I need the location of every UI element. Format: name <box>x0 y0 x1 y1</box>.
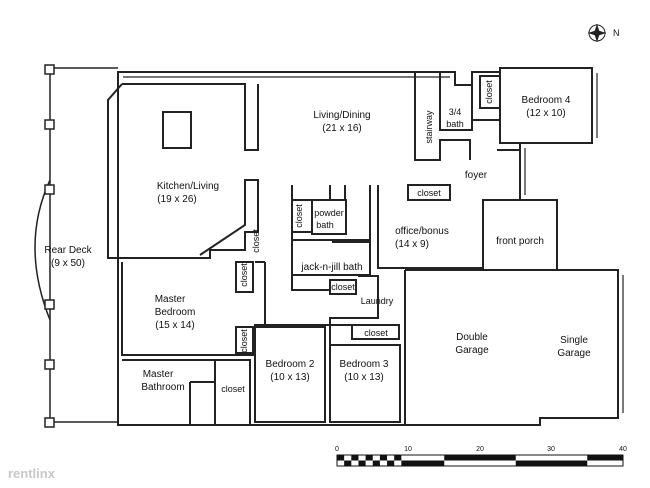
kitchen-living-label: Kitchen/Living <box>157 181 219 192</box>
scale-cell <box>351 455 359 461</box>
scale-bar: 0 10 20 30 40 <box>335 446 627 467</box>
scale-tick-label: 20 <box>476 446 484 453</box>
scale-tick-label: 10 <box>404 446 412 453</box>
double-garage-label-1: Double <box>456 332 488 343</box>
scale-cell <box>401 460 409 466</box>
scale-cell <box>480 455 516 461</box>
closet-label: closet <box>364 328 388 338</box>
bedroom3-dims: (10 x 13) <box>344 372 383 383</box>
scale-tick-label: 40 <box>619 446 627 453</box>
scale-tick-label: 30 <box>547 446 555 453</box>
scale-cell <box>387 460 395 466</box>
bedroom2-label: Bedroom 2 <box>266 359 315 370</box>
scale-cell <box>515 460 552 466</box>
scale-cell <box>365 455 373 461</box>
three-quarter-bath-label-2: bath <box>446 119 464 129</box>
closet-label: closet <box>221 384 245 394</box>
single-garage-label-1: Single <box>560 335 588 346</box>
walls <box>107 67 624 426</box>
scale-cell <box>337 455 345 461</box>
closet-label: closet <box>239 329 249 353</box>
bedroom3-label: Bedroom 3 <box>340 359 389 370</box>
scale-cell <box>551 460 588 466</box>
closet-label: closet <box>331 282 355 292</box>
front-porch-label: front porch <box>496 236 544 247</box>
bedroom4-label: Bedroom 4 <box>522 95 571 106</box>
living-dining-label: Living/Dining <box>313 110 370 121</box>
scale-cell <box>358 460 366 466</box>
three-quarter-bath-label-1: 3/4 <box>449 107 462 117</box>
scale-cell <box>408 460 445 466</box>
closet-label: closet <box>417 188 441 198</box>
single-garage-label-2: Garage <box>557 348 591 359</box>
living-dining-dims: (21 x 16) <box>322 123 361 134</box>
scale-cell <box>379 455 388 461</box>
scale-cell <box>394 455 402 461</box>
closet-label: closet <box>239 263 249 287</box>
scale-cell <box>587 455 623 461</box>
jack-n-jill-bath-label: jack-n-jill bath <box>300 262 362 273</box>
closet-label: closet <box>294 204 304 228</box>
master-bedroom-label-2: Bedroom <box>155 307 196 318</box>
master-bathroom-label-1: Master <box>143 369 174 380</box>
powder-bath-label-2: bath <box>316 220 334 230</box>
closet-label: closet <box>484 80 494 104</box>
powder-bath-label-1: powder <box>314 208 344 218</box>
scale-cell <box>344 460 352 466</box>
room-labels: Living/Dining (21 x 16) Kitchen/Living (… <box>44 95 591 393</box>
closet-labels: closet closet closet closet closet close… <box>221 80 494 394</box>
bedroom4-dims: (12 x 10) <box>526 108 565 119</box>
bedroom2-dims: (10 x 13) <box>270 372 309 383</box>
rear-deck <box>34 64 118 428</box>
rear-deck-label: Rear Deck <box>44 245 92 256</box>
compass-north-label: N <box>613 28 620 38</box>
master-bedroom-label-1: Master <box>155 294 186 305</box>
stairway-label: stairway <box>424 110 434 144</box>
watermark-logo: rentlinx <box>8 466 56 481</box>
rear-deck-dims: (9 x 50) <box>51 258 85 269</box>
foyer-label: foyer <box>465 170 488 181</box>
office-bonus-dims: (14 x 9) <box>395 239 429 250</box>
compass-icon: N <box>588 24 620 42</box>
closet-label: closet <box>251 229 261 253</box>
scale-tick-label: 0 <box>335 446 339 453</box>
kitchen-living-dims: (19 x 26) <box>157 194 196 205</box>
double-garage-label-2: Garage <box>455 345 489 356</box>
scale-cell <box>372 460 380 466</box>
master-bathroom-label-2: Bathroom <box>141 382 184 393</box>
master-bedroom-dims: (15 x 14) <box>155 320 194 331</box>
scale-cell <box>444 455 480 461</box>
office-bonus-label: office/bonus <box>395 226 449 237</box>
laundry-label: Laundry <box>361 296 394 306</box>
